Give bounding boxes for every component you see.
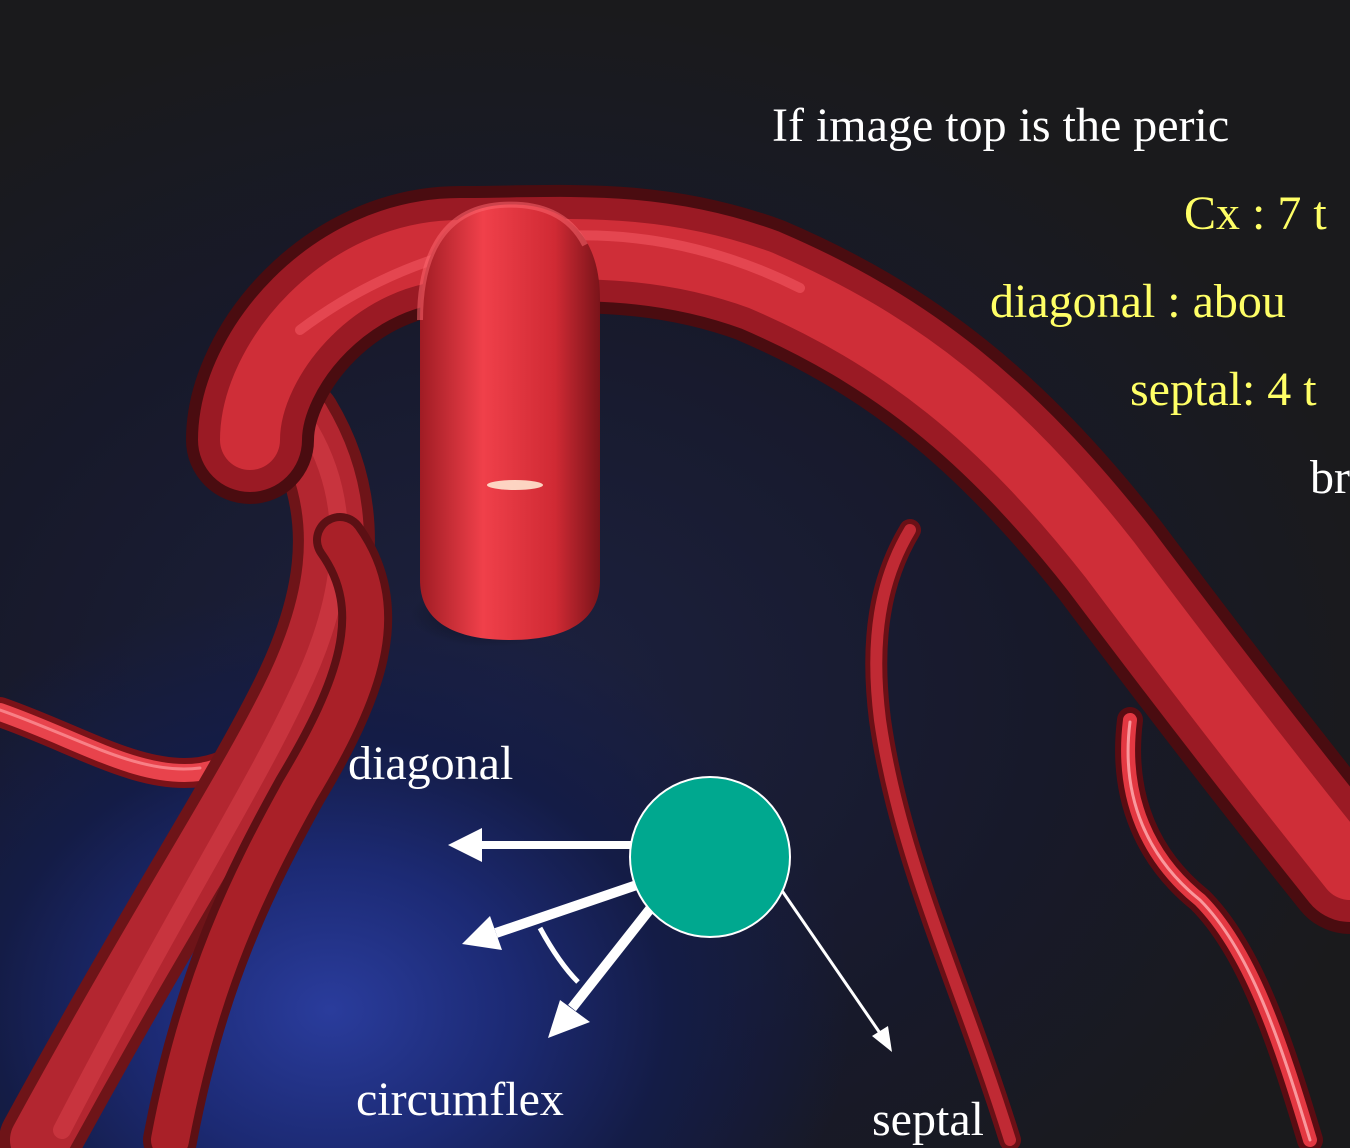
- note-line-3: diagonal : abou: [990, 278, 1286, 326]
- vessel-stump: [420, 204, 600, 640]
- marker-circle: [630, 777, 790, 937]
- angle-arc: [540, 928, 578, 982]
- label-circumflex: circumflex: [356, 1076, 564, 1124]
- label-diagonal: diagonal: [348, 740, 513, 788]
- label-septal: septal: [872, 1096, 984, 1144]
- note-line-2: Cx : 7 t: [1184, 190, 1327, 238]
- stump-highlight: [487, 480, 543, 490]
- note-line-1: If image top is the peric: [772, 102, 1229, 150]
- septal-vessel-1: [876, 530, 1010, 1140]
- arrow-to-diagonal: [448, 828, 658, 862]
- note-line-5: br: [1310, 454, 1350, 502]
- note-line-4: septal: 4 t: [1130, 366, 1317, 414]
- arrow-to-septal: [776, 882, 892, 1052]
